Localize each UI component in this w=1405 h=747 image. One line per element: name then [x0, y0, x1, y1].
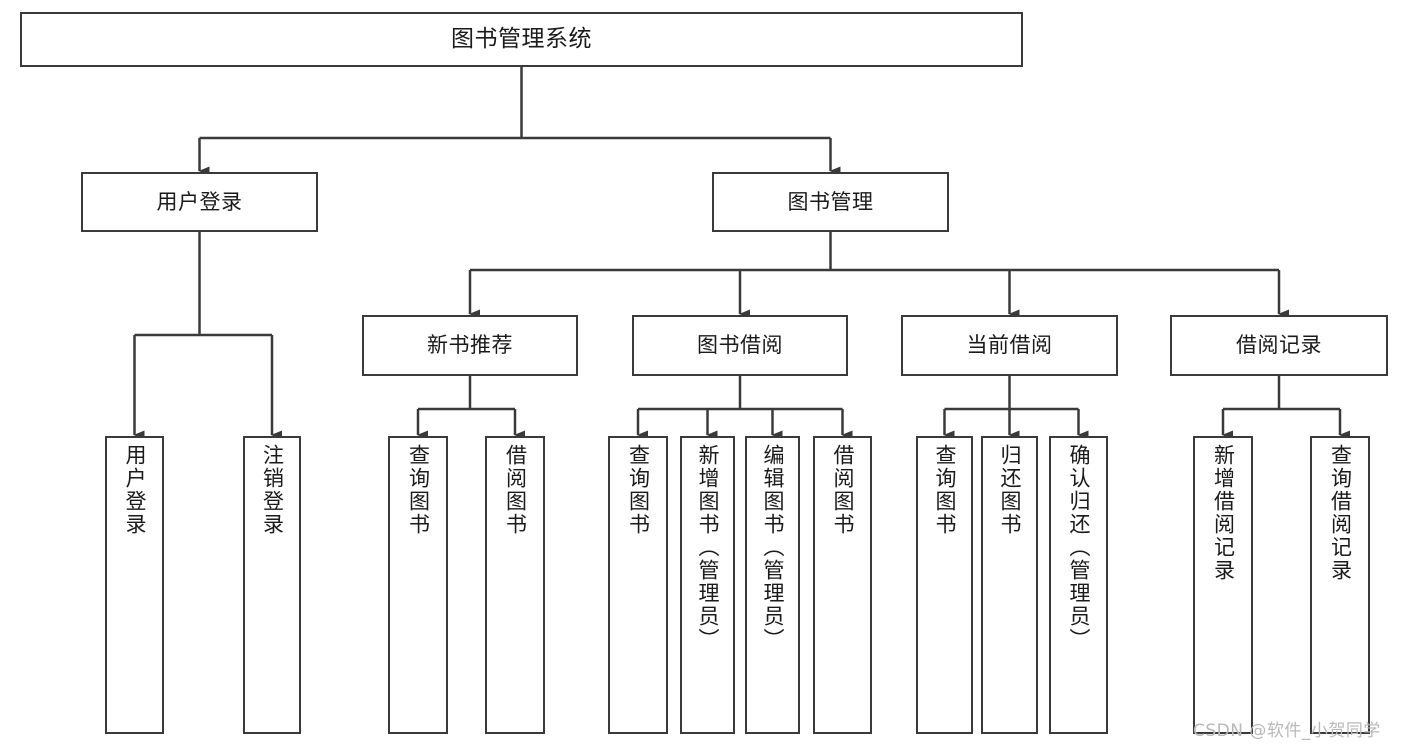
node-leaf-borrow-book-rec: 借阅图书 [485, 436, 545, 734]
node-leaf-logout: 注销登录 [243, 436, 301, 734]
node-label: 当前借阅 [966, 333, 1053, 358]
node-book-borrow: 图书借阅 [632, 315, 848, 376]
node-leaf-query-record: 查询借阅记录 [1310, 436, 1370, 734]
node-current-borrow: 当前借阅 [901, 315, 1118, 376]
node-leaf-return-book: 归还图书 [981, 436, 1038, 734]
node-label: 用户登录 [156, 189, 243, 214]
node-leaf-query-book-rec: 查询图书 [388, 436, 448, 734]
node-label: 借阅图书 [831, 444, 855, 536]
node-label: 确认归还（管理员） [1067, 444, 1091, 651]
node-label: 新增借阅记录 [1211, 444, 1236, 582]
node-leaf-edit-book: 编辑图书（管理员） [745, 436, 800, 734]
node-leaf-user-login: 用户登录 [105, 436, 164, 734]
node-label: 新增图书（管理员） [696, 444, 720, 651]
node-label: 借阅图书 [503, 444, 528, 536]
node-label: 查询图书 [406, 444, 431, 536]
node-label: 注销登录 [260, 444, 285, 536]
node-label: 编辑图书（管理员） [761, 444, 785, 651]
node-label: 查询图书 [626, 444, 651, 536]
node-leaf-add-book: 新增图书（管理员） [680, 436, 735, 734]
node-leaf-add-record: 新增借阅记录 [1193, 436, 1253, 734]
node-leaf-borrow-book: 借阅图书 [813, 436, 872, 734]
node-label: 借阅记录 [1236, 333, 1322, 358]
node-label: 归还图书 [998, 444, 1022, 536]
node-label: 图书借阅 [697, 333, 783, 358]
node-label: 新书推荐 [427, 333, 513, 358]
node-user-login: 用户登录 [81, 172, 318, 232]
watermark-text: CSDN @软件_小贺同学 [1193, 721, 1381, 741]
node-book-manage: 图书管理 [712, 172, 949, 232]
node-label: 查询图书 [933, 444, 957, 536]
node-leaf-query-book-cur: 查询图书 [916, 436, 973, 734]
node-label: 图书管理系统 [451, 25, 592, 52]
node-leaf-confirm-return: 确认归还（管理员） [1049, 436, 1108, 734]
node-label: 图书管理 [787, 189, 874, 214]
node-label: 查询借阅记录 [1328, 444, 1353, 582]
node-leaf-query-book-borrow: 查询图书 [608, 436, 668, 734]
node-root: 图书管理系统 [20, 12, 1023, 67]
node-label: 用户登录 [123, 444, 147, 536]
node-new-book-recommend: 新书推荐 [362, 315, 578, 376]
node-borrow-record: 借阅记录 [1170, 315, 1388, 376]
